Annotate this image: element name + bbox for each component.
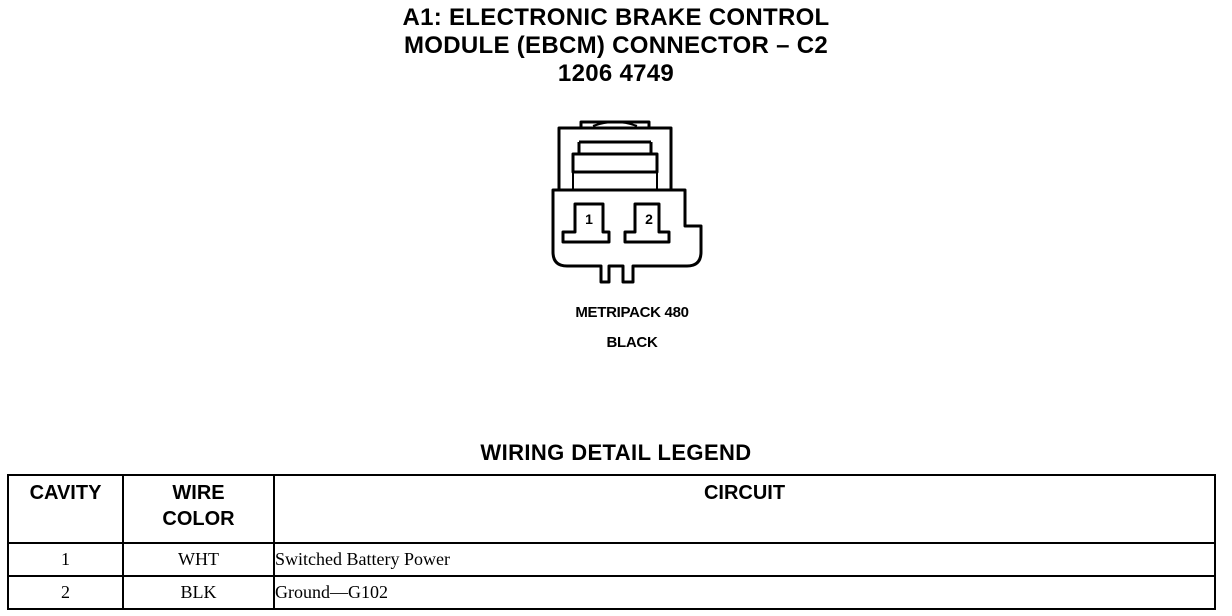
- cavity-2-number: 2: [645, 211, 653, 227]
- cell-wire-color: BLK: [122, 575, 275, 610]
- table-row: 1 WHT Switched Battery Power: [7, 542, 1216, 577]
- connector-latch-detail: [592, 121, 638, 127]
- header-cavity: CAVITY: [7, 474, 124, 544]
- connector-drawing: 1 2: [551, 120, 703, 284]
- connector-color-label: BLACK: [606, 334, 658, 351]
- connector-body: [551, 188, 703, 284]
- diagram-title: A1: ELECTRONIC BRAKE CONTROL MODULE (EBC…: [0, 4, 1232, 88]
- title-line-2: MODULE (EBCM) CONNECTOR – C2: [404, 32, 828, 59]
- cell-cavity: 1: [7, 542, 124, 577]
- wiring-legend-table: CAVITY WIRE COLOR CIRCUIT 1 WHT Switched…: [7, 474, 1216, 610]
- cavity-1-outline: [561, 202, 611, 244]
- connector-type-label: METRIPACK 480: [575, 304, 689, 321]
- header-wire-color-line2: COLOR: [162, 508, 235, 530]
- connector-latch-housing: [557, 126, 673, 190]
- header-wire-color-line1: WIRE: [172, 482, 225, 504]
- cell-cavity: 2: [7, 575, 124, 610]
- title-line-1: A1: ELECTRONIC BRAKE CONTROL: [402, 4, 830, 31]
- cell-wire-color: WHT: [122, 542, 275, 577]
- header-wire-color: WIRE COLOR: [122, 474, 275, 544]
- connector-latch-shoulder: [571, 152, 659, 174]
- table-header-row: CAVITY WIRE COLOR CIRCUIT: [7, 474, 1216, 544]
- cavity-1-number: 1: [585, 211, 593, 227]
- cell-circuit: Switched Battery Power: [273, 542, 1216, 577]
- legend-title: WIRING DETAIL LEGEND: [480, 440, 752, 465]
- title-line-3: 1206 4749: [557, 60, 675, 87]
- cavity-2-outline: [623, 202, 671, 244]
- header-circuit: CIRCUIT: [273, 474, 1216, 544]
- cell-circuit: Ground—G102: [273, 575, 1216, 610]
- table-row: 2 BLK Ground—G102: [7, 575, 1216, 610]
